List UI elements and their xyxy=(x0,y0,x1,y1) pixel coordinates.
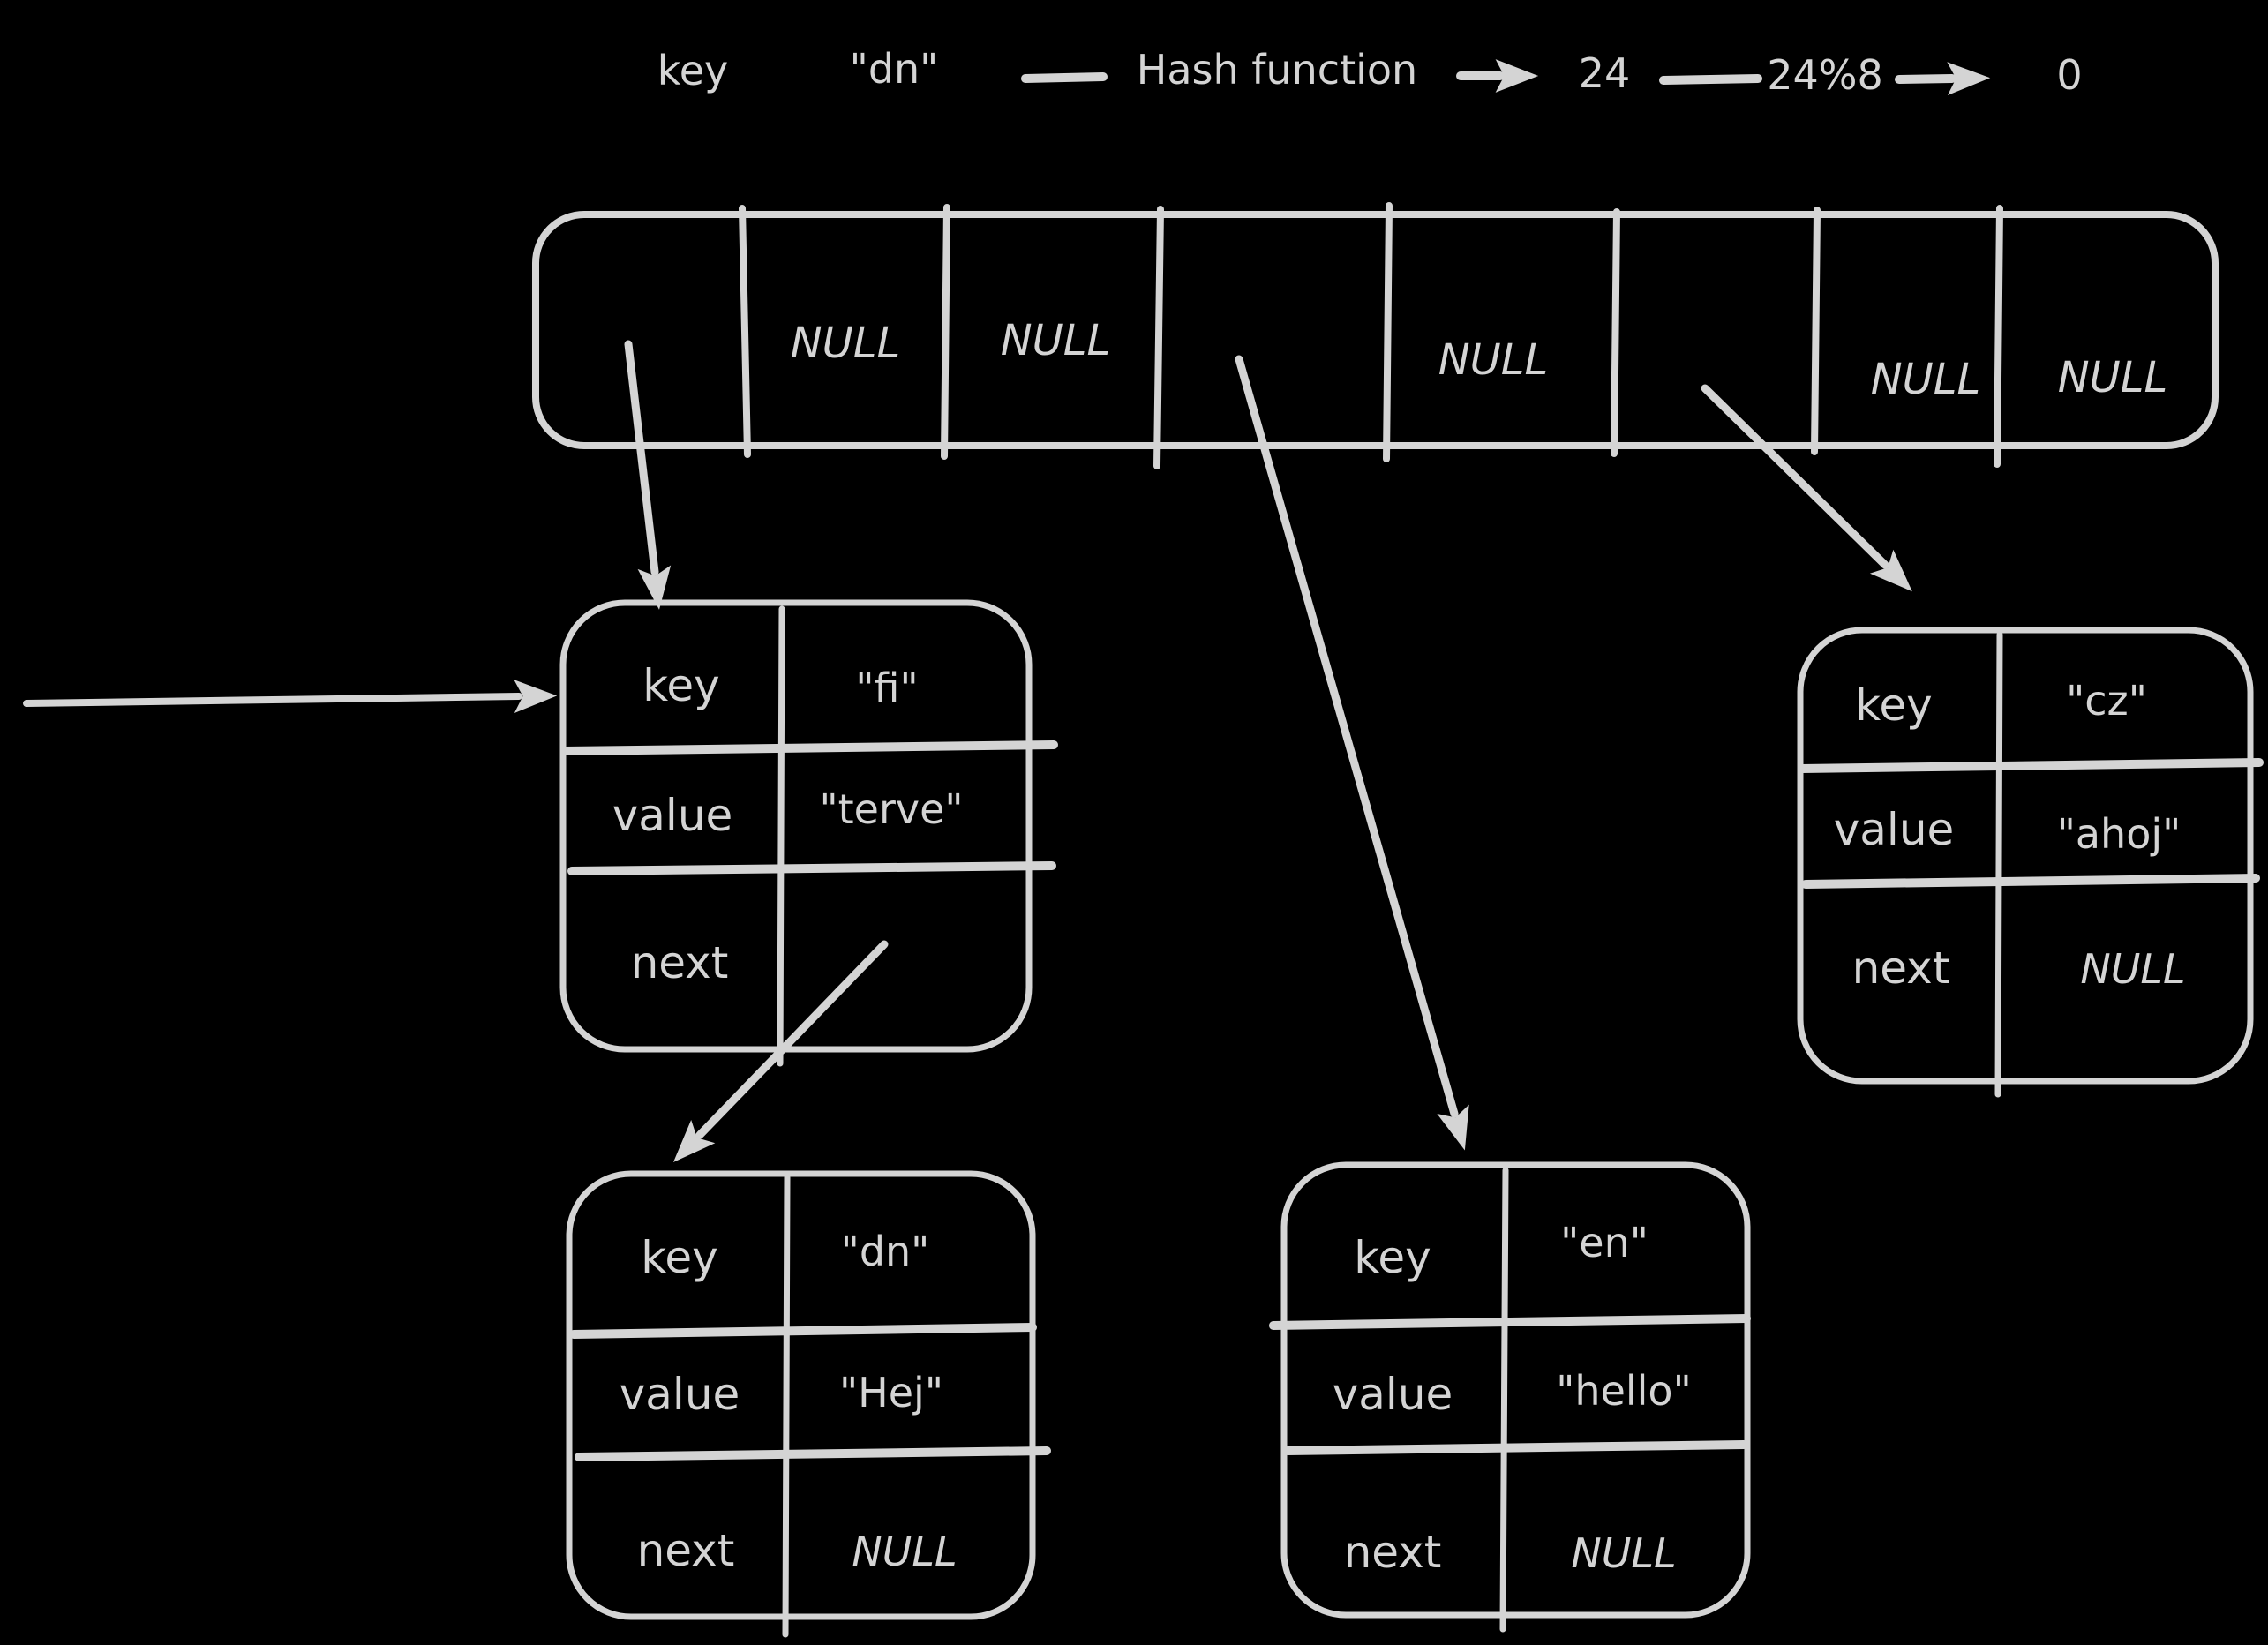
bucket-array: NULL NULL NULL NULL NULL xyxy=(532,202,2219,469)
flow-bucket-index: 0 xyxy=(2056,51,2082,99)
bucket-divider-6 xyxy=(1811,207,1821,455)
bucket-divider-3 xyxy=(1153,206,1164,469)
node-fi-next-label: next xyxy=(631,937,729,988)
node-en-key-label: key xyxy=(1354,1232,1431,1283)
node-cz-value-label: value xyxy=(1834,804,1955,855)
node-en-next-value: NULL xyxy=(1571,1529,1676,1577)
node-cz-key-label: key xyxy=(1855,680,1933,731)
flow-hash-output: 24 xyxy=(1579,49,1631,97)
node-fi-value-label: value xyxy=(612,790,733,841)
node-fi-value-value: "terve" xyxy=(819,785,963,833)
node-en-row-divider-1 xyxy=(1269,1314,1751,1330)
arrow-entry-to-node-fi xyxy=(23,680,558,713)
bucket-cell-4: NULL xyxy=(1438,335,1549,385)
flow-dash-before-hash xyxy=(1021,72,1108,83)
arrow-bucket0-to-node-fi xyxy=(624,340,672,610)
node-fi: key "fi" value "terve" next xyxy=(559,599,1058,1067)
node-fi-key-value: "fi" xyxy=(855,665,918,712)
node-dn-key-value: "dn" xyxy=(841,1228,930,1275)
node-dn-key-label: key xyxy=(641,1232,718,1283)
arrow-bucket5-to-node-cz xyxy=(1701,384,1912,592)
node-en-row-divider-2 xyxy=(1283,1440,1748,1455)
flow-key-label: key xyxy=(657,47,729,94)
node-fi-row-divider-1 xyxy=(560,740,1058,755)
node-en-key-value: "en" xyxy=(1560,1219,1648,1266)
hash-flow: key "dn" Hash function 24 24%8 0 xyxy=(657,45,2083,99)
node-cz-next-value: NULL xyxy=(2080,945,2185,993)
node-fi-row-divider-2 xyxy=(567,861,1056,875)
node-en-column-divider xyxy=(1499,1167,1509,1633)
arrows xyxy=(23,340,1912,1163)
node-dn-row-divider-2 xyxy=(575,1446,1051,1461)
node-cz-row-divider-1 xyxy=(1798,758,2264,773)
node-en-value-value: "hello" xyxy=(1556,1367,1691,1415)
bucket-divider-5 xyxy=(1611,208,1620,457)
flow-hash-function-label: Hash function xyxy=(1137,46,1417,94)
flow-dash-before-mod xyxy=(1659,74,1762,85)
node-en-value-label: value xyxy=(1333,1369,1453,1420)
bucket-array-outline xyxy=(532,211,2219,449)
node-dn-row-divider-1 xyxy=(569,1323,1037,1339)
node-dn-column-divider xyxy=(782,1174,791,1638)
arrow-bucket3-to-node-en xyxy=(1235,355,1469,1151)
node-cz-next-label: next xyxy=(1852,943,1950,994)
node-dn-outline xyxy=(566,1170,1036,1620)
node-fi-key-label: key xyxy=(642,660,720,711)
arrow-node-fi-next-to-node-dn xyxy=(672,940,889,1163)
node-cz-key-value: "cz" xyxy=(2066,677,2147,725)
node-en-next-label: next xyxy=(1344,1527,1442,1578)
bucket-cell-6: NULL xyxy=(1871,355,1981,404)
node-dn-next-label: next xyxy=(637,1525,735,1576)
bucket-divider-1 xyxy=(739,205,751,458)
node-fi-column-divider xyxy=(777,605,785,1067)
bucket-divider-2 xyxy=(941,204,950,460)
bucket-divider-4 xyxy=(1383,202,1393,462)
node-cz-value-value: "ahoj" xyxy=(2057,810,2182,858)
node-fi-outline xyxy=(559,599,1033,1053)
flow-mod-expression: 24%8 xyxy=(1767,51,1883,99)
node-cz-column-divider xyxy=(1994,631,2003,1098)
node-cz: key "cz" value "ahoj" next NULL xyxy=(1797,627,2264,1098)
node-dn-value-label: value xyxy=(620,1369,740,1420)
bucket-divider-7 xyxy=(1994,205,2003,468)
bucket-cell-7: NULL xyxy=(2058,353,2168,402)
node-cz-outline xyxy=(1797,627,2254,1085)
node-dn-next-value: NULL xyxy=(852,1528,957,1575)
node-en-outline xyxy=(1280,1161,1751,1619)
bucket-cell-2: NULL xyxy=(1001,316,1111,365)
bucket-cell-1: NULL xyxy=(791,319,901,368)
flow-key-value: "dn" xyxy=(850,45,939,93)
node-en: key "en" value "hello" next NULL xyxy=(1269,1161,1751,1633)
node-cz-row-divider-2 xyxy=(1801,874,2260,889)
node-dn: key "dn" value "Hej" next NULL xyxy=(566,1170,1051,1638)
node-dn-value-value: "Hej" xyxy=(839,1369,943,1416)
